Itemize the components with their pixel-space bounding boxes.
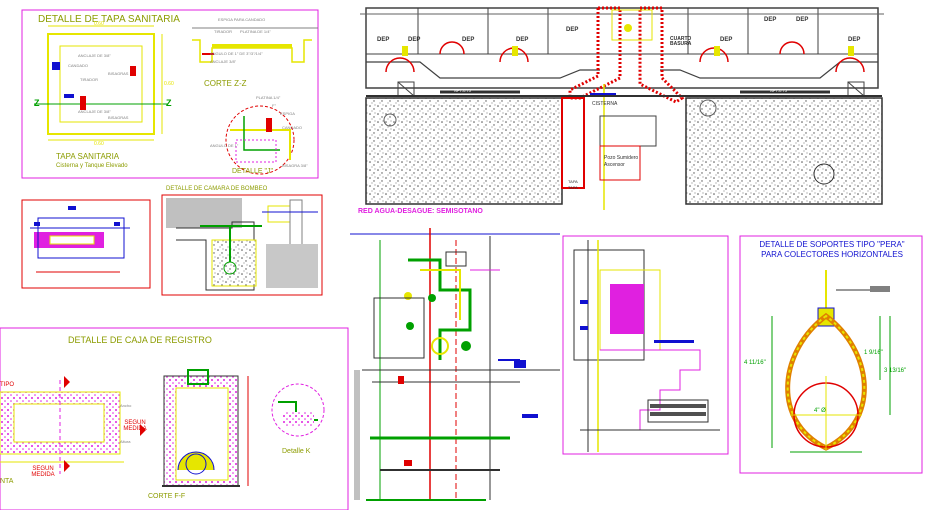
angulo-label: ANGULO DE 1" DE 3"/3"/1/4" — [210, 51, 263, 56]
fo-label: F° — [272, 103, 277, 108]
small-detail — [30, 206, 130, 273]
pozo-box — [599, 115, 657, 147]
camara-bombeo — [166, 198, 318, 291]
dep-label: DEP — [566, 27, 579, 33]
tapa-sanitaria-caption-sub: Cisterna y Tanque Elevado — [56, 163, 128, 169]
detalle-j — [225, 105, 295, 175]
bisagras-top: BISAGRAS — [108, 71, 129, 76]
detail-frame-center — [562, 235, 729, 455]
soportes-dim-left: 4 11/16" — [744, 360, 766, 366]
dep-label: DEP — [408, 37, 421, 43]
candado-label: CANDADO — [68, 63, 89, 68]
platina-j: PLATINA 1/4" — [256, 95, 281, 100]
corte-zz — [192, 27, 318, 63]
dim-top: 0.60 — [94, 21, 104, 27]
tree-symbol — [813, 163, 835, 185]
dim-bottom: 0.60 — [94, 141, 104, 147]
anclaje-bottom: ANCLAJE DE 3/8" — [78, 109, 111, 114]
dep-label: DEP — [462, 37, 475, 43]
ascensor-box — [599, 145, 641, 181]
soportes-dim-right-top: 1 9/16" — [864, 350, 883, 356]
espiga-label: ESPIGA PARA CANDADO — [218, 17, 266, 22]
red-agua-desague — [350, 228, 560, 501]
dep-label: DEP — [764, 17, 777, 23]
dep-label: DEP — [720, 37, 733, 43]
tapa-sanitaria-caption: TAPA SANITARIA — [56, 152, 120, 161]
segun-medida-right: SEGUN MEDIDA — [123, 420, 147, 432]
tipo-label: TIPO — [0, 382, 15, 388]
dim-right: 0.60 — [164, 81, 174, 87]
corte-zz-label: CORTE Z-Z — [204, 79, 247, 88]
altura-label: Altura — [120, 439, 131, 444]
caja-registro — [0, 369, 325, 487]
floor-plan — [360, 6, 884, 210]
caja-registro-title: DETALLE DE CAJA DE REGISTRO — [68, 335, 212, 345]
slab-right — [685, 97, 883, 205]
soportes-title-1: DETALLE DE SOPORTES TIPO "PERA" — [759, 240, 905, 249]
tirador-label: TIRADOR — [80, 77, 98, 82]
anclaje-top: ANCLAJE DE 3/8" — [78, 53, 111, 58]
soportes-dim-right-mid: 3 13/16" — [884, 368, 907, 374]
red-agua-title: RED AGUA-DESAGUE: SEMISOTANO — [358, 208, 483, 215]
cuarto-basura-label: CUARTO BASURA — [670, 36, 692, 47]
nivel-right: NPT-0.75 — [770, 88, 787, 93]
soportes-title-2: PARA COLECTORES HORIZONTALES — [761, 250, 903, 259]
dep-label: DEP — [848, 37, 861, 43]
detalle-j-label: DETALLE "J" — [232, 168, 274, 175]
tapa-label-2: TAPA — [568, 185, 578, 190]
espiga-j: ESPIGA — [280, 111, 295, 116]
camara-bombeo-title: DETALLE DE CAMARA DE BOMBEO — [166, 186, 268, 192]
angulo-j: ANGULO DE 1" — [210, 143, 239, 148]
corte-ff-label: CORTE F-F — [148, 493, 186, 500]
cisterna-label: CISTERNA — [592, 101, 618, 107]
tapa-label: TAPA — [568, 179, 578, 184]
tapa-plan — [34, 25, 168, 141]
tirador-fe-label: TIRADOR — [214, 29, 232, 34]
tapa-sanitaria-frame — [21, 9, 319, 179]
soportes-pera — [771, 270, 891, 453]
tapa-sanitaria-title: DETALLE DE TAPA SANITARIA — [38, 14, 180, 25]
small-detail-frame — [21, 199, 151, 289]
pozo-line2: Ascensor — [604, 162, 625, 168]
cisterna-outline — [561, 97, 585, 189]
detalle-k-label: Detalle K — [282, 448, 311, 455]
soportes-dim-bottom: 4" Ø — [814, 408, 826, 414]
segun-medida-bottom: SEGUN MEDIDA — [31, 466, 55, 478]
bisagra-j: BISAGRA 3/8" — [282, 163, 308, 168]
candado-j: CANDADO — [282, 125, 303, 130]
bisagras-bottom: BISAGRAS — [108, 115, 129, 120]
nivel-left: NPT-0.75 — [454, 88, 471, 93]
ancho-label: Ancho — [120, 403, 132, 408]
planta-label: NTA — [0, 478, 14, 485]
slab-left — [365, 97, 563, 205]
dep-label: DEP — [377, 37, 390, 43]
camara-bombeo-frame — [161, 194, 323, 296]
tree-symbol-2 — [699, 99, 717, 117]
soportes-frame — [739, 235, 923, 474]
dep-label: DEP — [796, 17, 809, 23]
platina-label: PLATINA DE 1/4" — [240, 29, 271, 34]
z-left: Z — [34, 98, 40, 108]
caja-registro-frame — [0, 327, 349, 510]
z-right: Z — [166, 98, 172, 108]
center-detail — [573, 240, 720, 452]
anclaje-corte: ANCLAJE 3/8" — [210, 59, 237, 64]
pozo-label: Pozo Sumidero — [604, 155, 639, 161]
dep-label: DEP — [516, 37, 529, 43]
